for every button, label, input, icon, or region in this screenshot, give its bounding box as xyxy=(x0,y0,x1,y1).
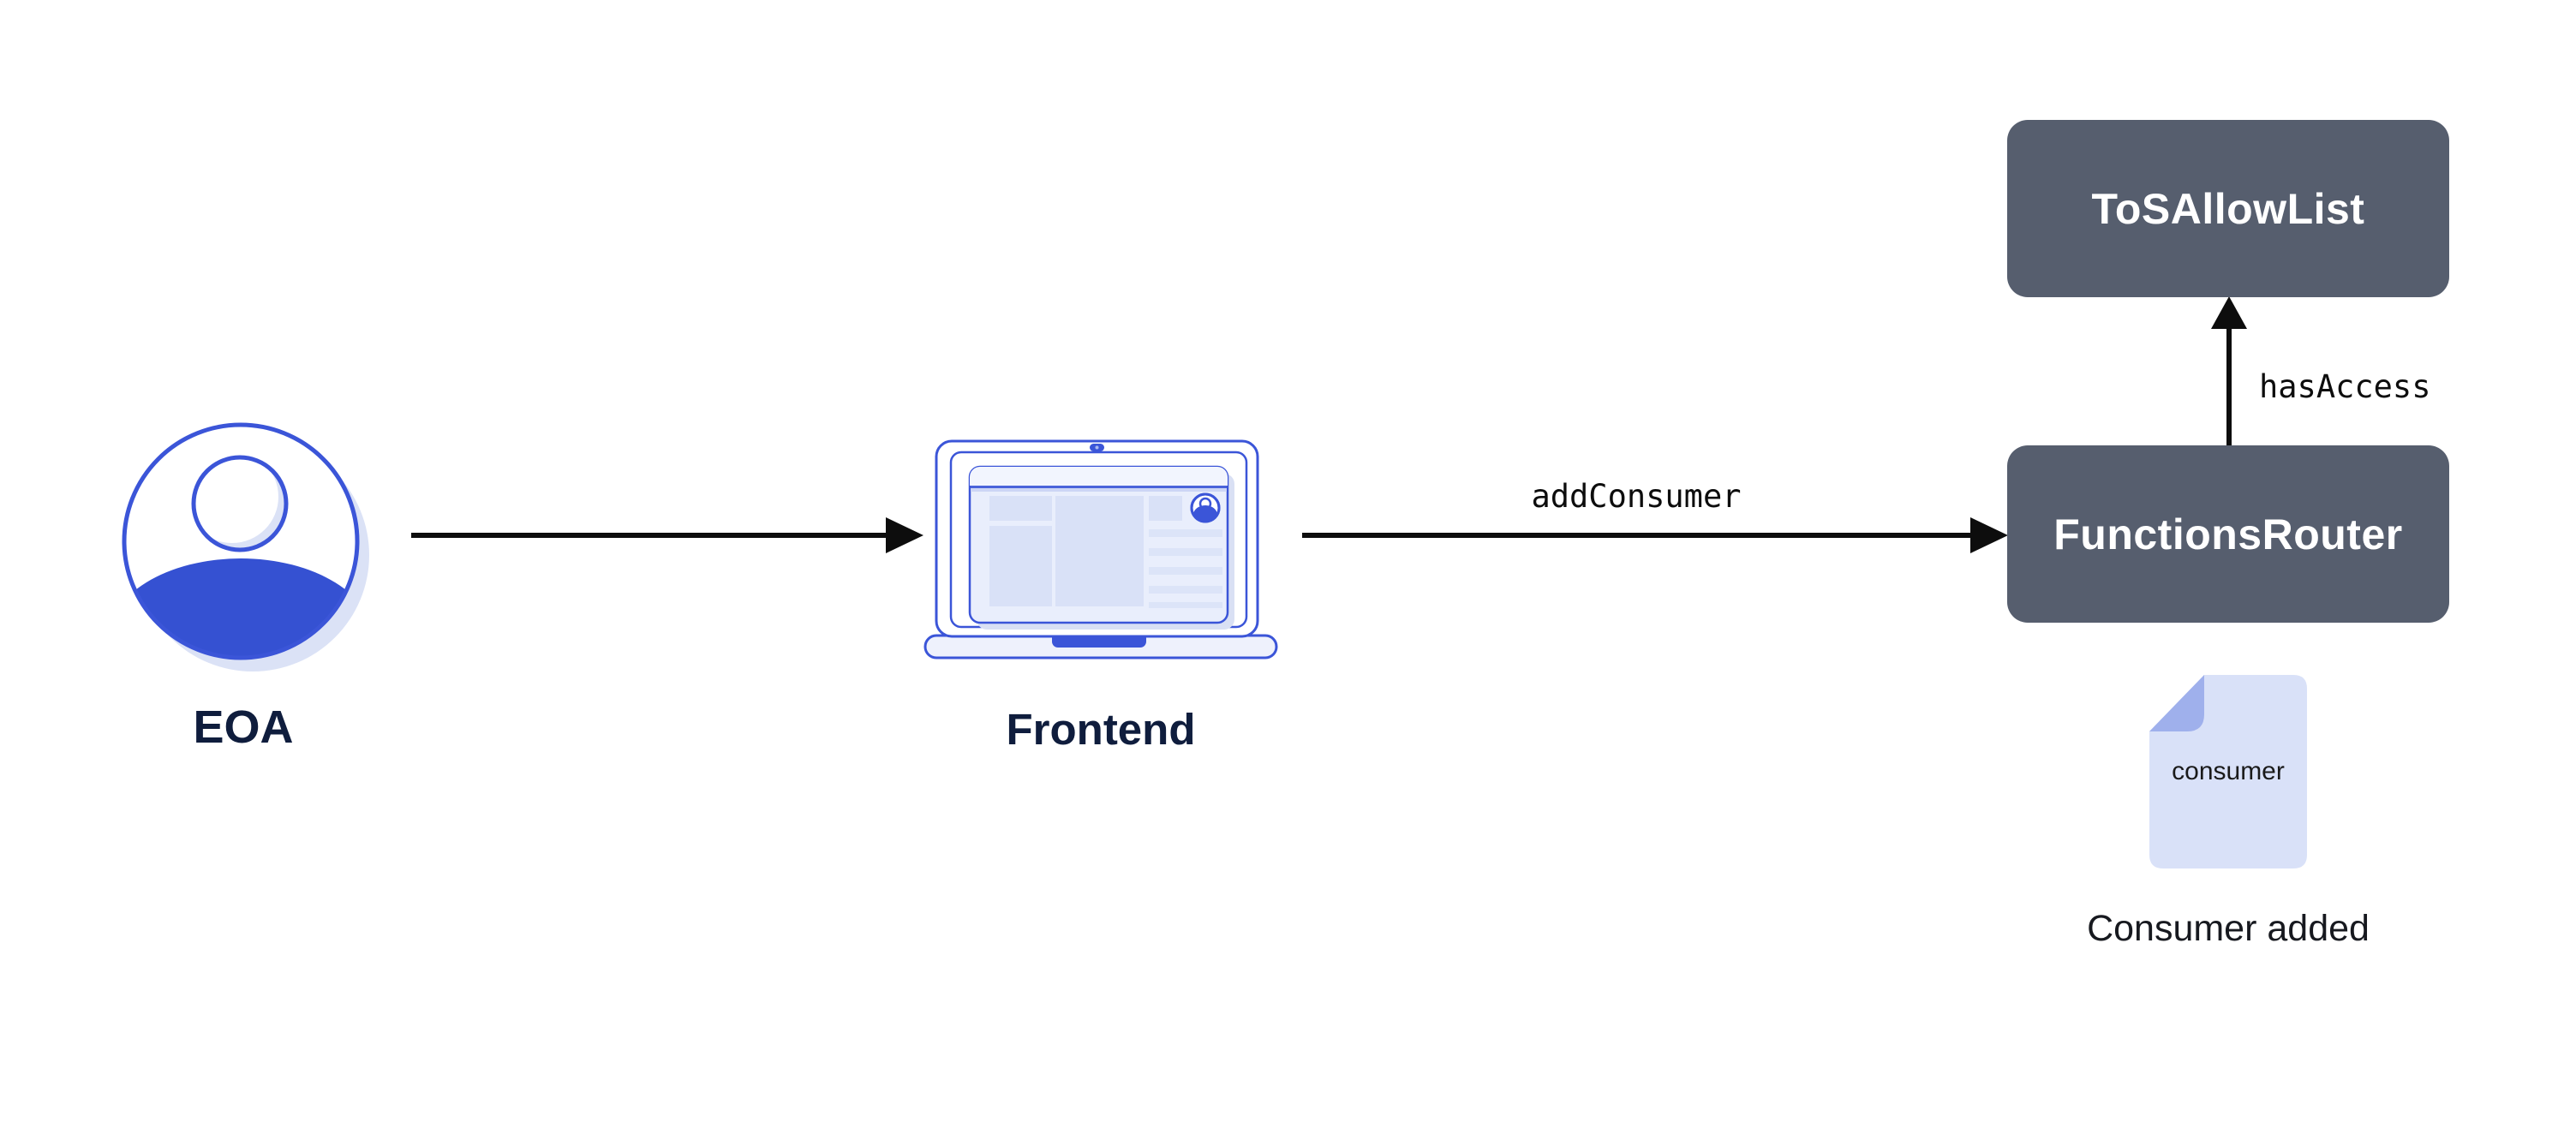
tos-allow-list-node: ToSAllowList xyxy=(2007,120,2449,297)
consumer-added-caption: Consumer added xyxy=(2087,908,2370,949)
edge-label-hasaccess: hasAccess xyxy=(2259,368,2431,405)
tos-allow-list-label: ToSAllowList xyxy=(2091,184,2365,233)
user-avatar-icon xyxy=(122,422,369,671)
functions-router-label: FunctionsRouter xyxy=(2053,510,2403,558)
frontend-label: Frontend xyxy=(1006,705,1196,754)
document-label: consumer xyxy=(2172,757,2285,785)
edge-label-addconsumer: addConsumer xyxy=(1531,478,1742,515)
browser-user-icon xyxy=(1190,492,1221,523)
functions-router-node: FunctionsRouter xyxy=(2007,445,2449,623)
eoa-label: EOA xyxy=(193,701,294,753)
document-icon xyxy=(2149,675,2307,868)
laptop-icon xyxy=(923,439,1278,660)
